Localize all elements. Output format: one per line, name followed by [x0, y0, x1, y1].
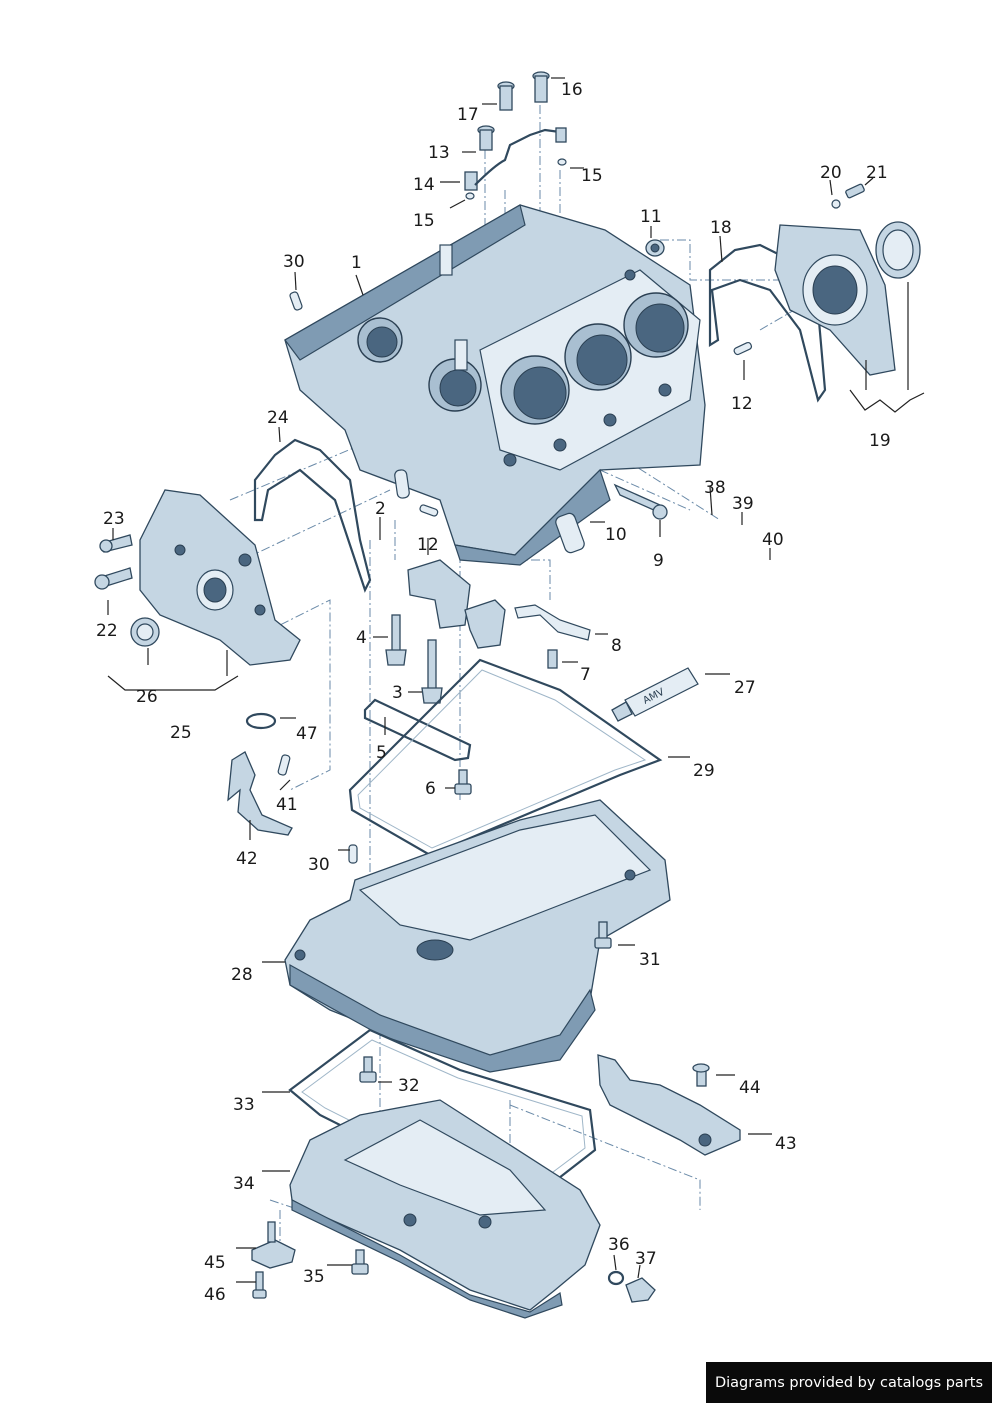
bearing-caps [385, 559, 506, 704]
callout-25: 25 [170, 723, 192, 743]
callout-17: 17 [457, 105, 479, 125]
lower-oil-pan [289, 1099, 601, 1319]
callout-6: 6 [425, 779, 436, 799]
callout-31: 31 [639, 950, 661, 970]
plug [645, 239, 665, 257]
bracket [514, 604, 591, 669]
callout-32: 32 [398, 1076, 420, 1096]
callout-30-bottom: 30 [308, 855, 330, 875]
callout-28: 28 [231, 965, 253, 985]
callout-10: 10 [605, 525, 627, 545]
callout-16: 16 [561, 80, 583, 100]
drain-parts [351, 1249, 656, 1303]
callout-45: 45 [204, 1253, 226, 1273]
callout-29: 29 [693, 761, 715, 781]
sealant-tube: AMV [611, 667, 699, 722]
callout-35: 35 [303, 1267, 325, 1287]
callout-44: 44 [739, 1078, 761, 1098]
callout-37: 37 [635, 1249, 657, 1269]
callout-36: 36 [608, 1235, 630, 1255]
callout-4: 4 [356, 628, 367, 648]
callout-3: 3 [392, 683, 403, 703]
callout-13: 13 [428, 143, 450, 163]
callout-18: 18 [710, 218, 732, 238]
leader-lines [107, 77, 925, 1283]
baffle-42 [227, 751, 293, 836]
callout-33: 33 [233, 1095, 255, 1115]
callout-15-left: 15 [413, 211, 435, 231]
callout-labels: 1 2 3 4 5 6 7 8 9 10 11 12 12 13 14 15 1… [96, 80, 891, 1305]
callout-40: 40 [762, 530, 784, 550]
callout-26: 26 [136, 687, 158, 707]
callout-11: 11 [640, 207, 662, 227]
shield-43 [597, 1054, 741, 1156]
pins-sleeves [277, 291, 753, 864]
callout-34: 34 [233, 1174, 255, 1194]
front-cover [94, 438, 372, 730]
callout-38: 38 [704, 478, 726, 498]
upper-oil-pan [284, 799, 671, 1073]
top-fittings [464, 71, 567, 200]
callout-14: 14 [413, 175, 435, 195]
callout-8: 8 [611, 636, 622, 656]
callout-21: 21 [866, 163, 888, 183]
upper-gaskets [348, 658, 663, 857]
callout-42: 42 [236, 849, 258, 869]
callout-39: 39 [732, 494, 754, 514]
callout-5: 5 [376, 743, 387, 763]
callout-19: 19 [869, 431, 891, 451]
callout-12-pin: 12 [417, 535, 439, 555]
seal-flange [708, 183, 921, 403]
callout-2: 2 [375, 499, 386, 519]
credit-banner: Diagrams provided by catalogs parts [706, 1362, 992, 1403]
pan-bolts [359, 921, 612, 1083]
callout-47: 47 [296, 724, 318, 744]
callout-22: 22 [96, 621, 118, 641]
callout-1: 1 [351, 253, 362, 273]
callout-41: 41 [276, 795, 298, 815]
callout-27: 27 [734, 678, 756, 698]
callout-46: 46 [204, 1285, 226, 1305]
bolt-6 [454, 769, 472, 795]
level-sensor [251, 1221, 296, 1299]
callout-23: 23 [103, 509, 125, 529]
callout-12-block: 12 [731, 394, 753, 414]
callout-9: 9 [653, 551, 664, 571]
cylinder-block [284, 204, 706, 566]
callout-43: 43 [775, 1134, 797, 1154]
callout-30-top: 30 [283, 252, 305, 272]
callout-7: 7 [580, 665, 591, 685]
callout-24: 24 [267, 408, 289, 428]
callout-15-right: 15 [581, 166, 603, 186]
callout-20: 20 [820, 163, 842, 183]
